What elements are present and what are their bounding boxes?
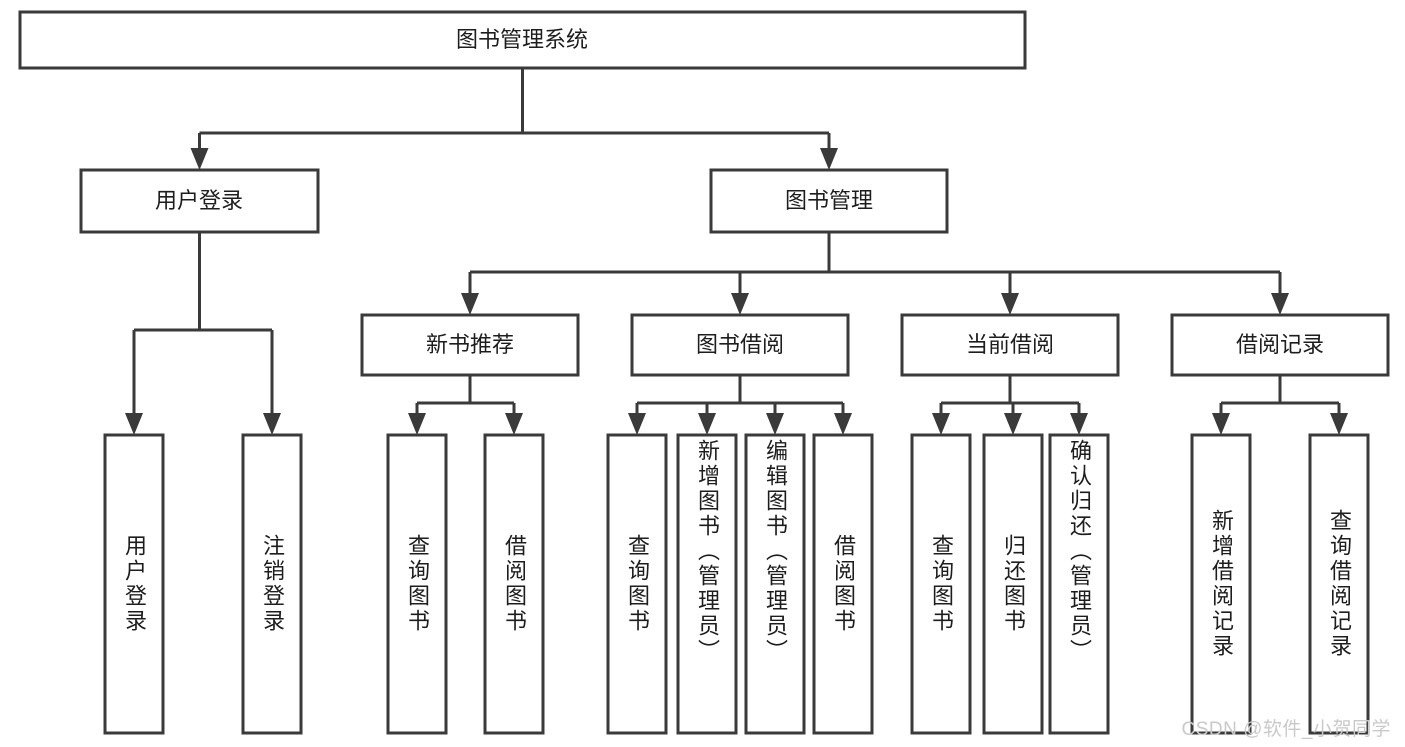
leaf-box-add-record[interactable] [1190, 433, 1252, 735]
node-root[interactable]: 图书管理系统 [18, 10, 1027, 70]
arrow-head-new-book-recommend [461, 293, 479, 315]
node-borrow-record[interactable]: 借阅记录 [1170, 313, 1390, 377]
node-borrow-record-label: 借阅记录 [1236, 332, 1324, 357]
node-book-manage-label: 图书管理 [785, 188, 873, 213]
node-book-borrow-box[interactable] [630, 313, 850, 377]
node-current-borrow-box[interactable] [900, 313, 1120, 377]
csdn-watermark: CSDN @软件_小贺同学 [1181, 719, 1391, 740]
arrow-head-leaf-query-book-rec [408, 413, 426, 435]
arrow-head-leaf-query-book-borrow [628, 413, 646, 435]
edge-group-user-login-to-leaves [125, 232, 281, 435]
edge-group-recommend-to-leaves [408, 375, 523, 435]
node-current-borrow[interactable]: 当前借阅 [900, 313, 1120, 377]
leaf-box-borrow-book-rec[interactable] [483, 433, 545, 735]
leaf-box-return-book[interactable] [982, 433, 1044, 735]
arrow-head-leaf-query-record [1330, 413, 1348, 435]
node-user-login[interactable]: 用户登录 [79, 168, 320, 234]
edge-group-record-to-leaves [1212, 375, 1348, 435]
node-root-label: 图书管理系统 [456, 27, 588, 52]
node-new-book-recommend-label: 新书推荐 [426, 332, 514, 357]
arrow-head-leaf-add-record [1212, 413, 1230, 435]
node-new-book-recommend-box[interactable] [360, 313, 580, 377]
arrow-head-leaf-borrow-book [834, 413, 852, 435]
leaf-box-user-login[interactable] [103, 433, 165, 735]
arrow-head-leaf-edit-book [766, 413, 784, 435]
leaf-box-query-book-borrow[interactable] [606, 433, 668, 735]
arrow-head-leaf-query-book-cur [932, 413, 950, 435]
leaf-box-logout-login[interactable] [241, 433, 303, 735]
node-book-borrow[interactable]: 图书借阅 [630, 313, 850, 377]
arrow-head-current-borrow [1001, 293, 1019, 315]
arrow-head-leaf-add-book [698, 413, 716, 435]
arrow-head-user-login [190, 148, 209, 170]
leaf-box-edit-book[interactable] [744, 433, 806, 735]
node-book-borrow-label: 图书借阅 [696, 332, 784, 357]
arrow-head-borrow-record [1271, 293, 1289, 315]
leaf-box-group [103, 433, 1370, 735]
leaf-box-query-book-cur[interactable] [910, 433, 972, 735]
edge-group-borrow-to-leaves [628, 375, 852, 435]
node-user-login-box[interactable] [79, 168, 320, 234]
edge-group-root-to-level2 [190, 68, 838, 170]
node-user-login-label: 用户登录 [155, 188, 243, 213]
arrow-head-book-manage [820, 148, 838, 170]
leaf-box-query-book-rec[interactable] [386, 433, 448, 735]
arrow-head-leaf-borrow-book-rec [505, 413, 523, 435]
leaf-box-confirm-return[interactable] [1048, 433, 1110, 735]
arrow-head-leaf-return-book [1004, 413, 1022, 435]
edge-group-book-manage-to-level3 [461, 232, 1289, 315]
arrow-head-leaf-confirm-return [1070, 413, 1088, 435]
node-book-manage[interactable]: 图书管理 [709, 168, 949, 234]
leaf-box-borrow-book[interactable] [812, 433, 874, 735]
edge-group-current-to-leaves [932, 375, 1088, 435]
node-current-borrow-label: 当前借阅 [966, 332, 1054, 357]
arrow-head-leaf-logout-login [263, 413, 281, 435]
leaf-box-query-record[interactable] [1308, 433, 1370, 735]
arrow-head-leaf-user-login [125, 413, 143, 435]
node-book-manage-box[interactable] [709, 168, 949, 234]
node-root-box[interactable] [18, 10, 1027, 70]
node-borrow-record-box[interactable] [1170, 313, 1390, 377]
leaf-box-add-book[interactable] [676, 433, 738, 735]
node-new-book-recommend[interactable]: 新书推荐 [360, 313, 580, 377]
arrow-head-book-borrow [731, 293, 749, 315]
